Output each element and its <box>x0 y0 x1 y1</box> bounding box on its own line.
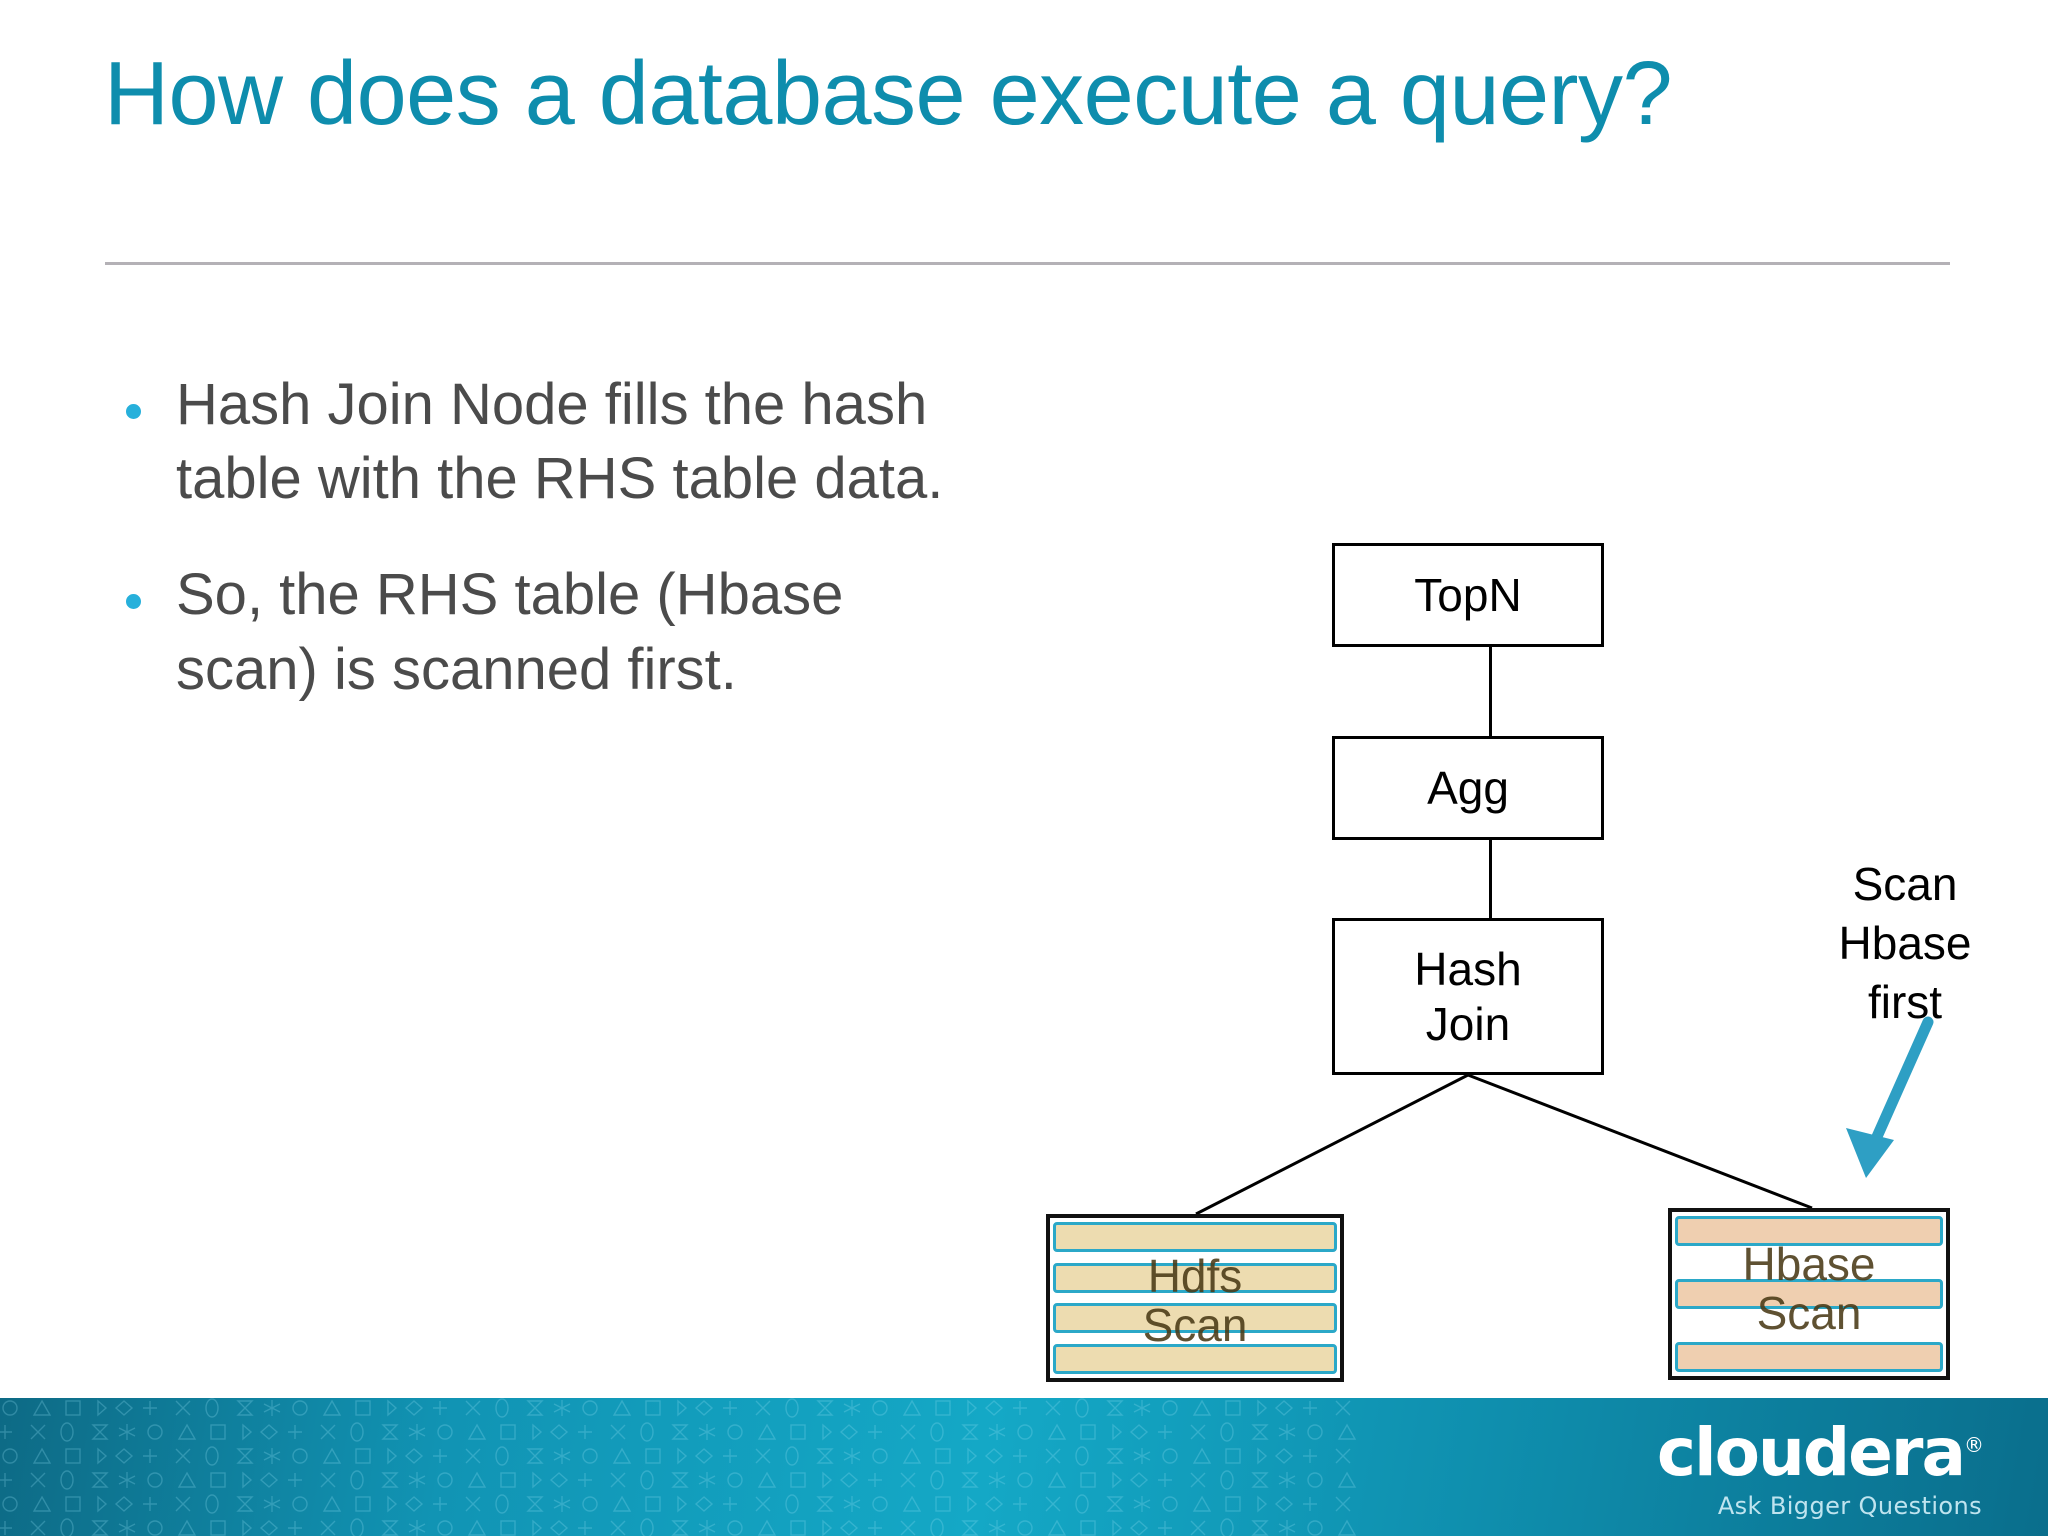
data-bar <box>1053 1222 1337 1252</box>
hbase-scan-label: Hbase Scan <box>1672 1240 1946 1338</box>
data-bar <box>1675 1279 1943 1309</box>
hdfs-scan-bars <box>1050 1218 1340 1378</box>
list-item: Hash Join Node fills the hash table with… <box>104 368 984 516</box>
title-divider <box>105 262 1950 265</box>
callout-line-2: Hbase <box>1838 916 1972 969</box>
cloudera-tagline: Ask Bigger Questions <box>1717 1492 1982 1520</box>
edge-hashjoin-hdfs <box>1195 1073 1469 1216</box>
bullet-dot-icon <box>126 594 141 610</box>
plan-node-agg: Agg <box>1332 736 1604 840</box>
plan-node-topn: TopN <box>1332 543 1604 647</box>
plan-node-agg-label: Agg <box>1427 761 1509 814</box>
plan-node-hash-join-label-line2: Join <box>1425 997 1511 1050</box>
bullet-text: Hash Join Node fills the hash table with… <box>176 372 944 512</box>
footer-band: cloudera® Ask Bigger Questions <box>0 1398 2048 1536</box>
plan-node-hash-join: Hash Join <box>1332 918 1604 1075</box>
plan-node-topn-label: TopN <box>1414 568 1522 621</box>
hbase-scan-bars <box>1672 1212 1946 1376</box>
data-bar <box>1053 1262 1337 1293</box>
bullet-text: So, the RHS table (Hbase scan) is scanne… <box>176 562 844 702</box>
registered-mark-icon: ® <box>1964 1433 1984 1457</box>
bullet-list: Hash Join Node fills the hash table with… <box>104 368 984 749</box>
hbase-scan-label-line2: Scan <box>1756 1286 1862 1339</box>
data-bar <box>1675 1342 1943 1372</box>
callout-arrow-icon <box>1846 1016 1934 1178</box>
data-bar <box>1053 1343 1337 1374</box>
hdfs-scan-label-line1: Hdfs <box>1147 1250 1243 1302</box>
hdfs-scan-label-line2: Scan <box>1142 1298 1248 1351</box>
plan-node-hash-join-label-line1: Hash <box>1414 943 1522 996</box>
plan-leaf-hbase-scan: Hbase Scan <box>1668 1208 1950 1380</box>
data-bar <box>1675 1216 1943 1246</box>
hdfs-scan-label: Hdfs Scan <box>1050 1252 1340 1350</box>
edge-topn-agg <box>1489 647 1492 736</box>
callout-line-1: Scan <box>1852 858 1958 910</box>
edge-agg-hashjoin <box>1489 840 1492 918</box>
list-item: So, the RHS table (Hbase scan) is scanne… <box>104 558 984 706</box>
edge-hashjoin-hbase <box>1467 1073 1813 1210</box>
hbase-scan-label-line1: Hbase <box>1742 1238 1876 1290</box>
bullet-dot-icon <box>126 404 141 419</box>
cloudera-wordmark-text: cloudera <box>1656 1414 1966 1491</box>
data-bar <box>1053 1303 1337 1334</box>
page-title: How does a database execute a query? <box>104 44 1673 144</box>
callout-line-3: first <box>1867 975 1943 1028</box>
plan-leaf-hdfs-scan: Hdfs Scan <box>1046 1214 1344 1382</box>
cloudera-logo: cloudera® Ask Bigger Questions <box>1657 1420 1984 1521</box>
footer-pattern-decoration <box>0 1398 1360 1536</box>
cloudera-wordmark: cloudera® <box>1657 1420 1984 1486</box>
callout-text: Scan Hbase first <box>1790 855 2020 1032</box>
